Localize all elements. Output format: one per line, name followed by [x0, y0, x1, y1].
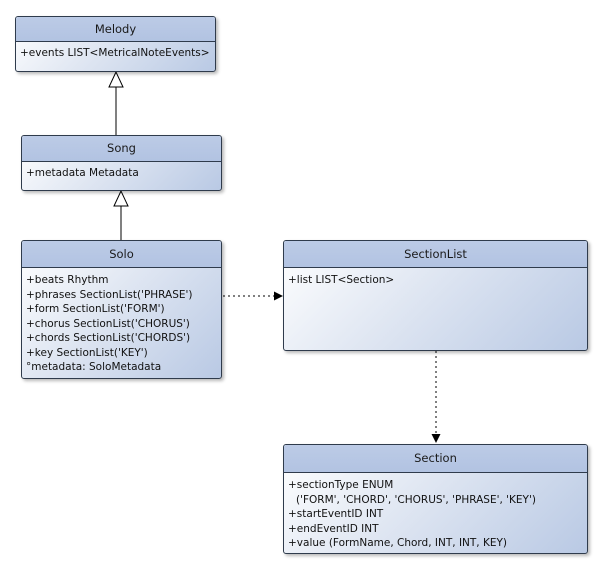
- section-attribute-enum-values: ('FORM', 'CHORD', 'CHORUS', 'PHRASE', 'K…: [296, 493, 536, 506]
- section-class-name: Section: [284, 445, 587, 473]
- section-attribute-sectiontype: +sectionType ENUM: [288, 479, 394, 491]
- solo-attribute-phrases: +phrases SectionList('PHRASE'): [26, 288, 193, 301]
- section-dependency-arrowhead: [431, 434, 441, 443]
- melody-class-name: Melody: [16, 17, 215, 42]
- section-class: Section +sectionType ENUM ('FORM', 'CHOR…: [283, 444, 588, 554]
- song-class: Song +metadata Metadata: [21, 135, 222, 191]
- song-attribute-metadata: +metadata Metadata: [26, 167, 139, 179]
- solo-attribute-chords: +chords SectionList('CHORDS'): [26, 332, 191, 344]
- solo-attribute-metadata: °metadata: SoloMetadata: [26, 361, 162, 373]
- solo-attribute-form: +form SectionList('FORM'): [26, 303, 165, 315]
- melody-inheritance-arrowhead: [108, 70, 124, 88]
- sectionlist-class: SectionList +list LIST<Section>: [283, 240, 588, 351]
- solo-class: Solo +beats Rhythm +phrases SectionList(…: [21, 240, 222, 379]
- solo-attribute-beats: +beats Rhythm: [26, 274, 109, 286]
- sectionlist-dependency-arrowhead: [274, 291, 283, 301]
- song-inheritance-arrowhead: [113, 189, 129, 207]
- melody-class: Melody +events LIST<MetricalNoteEvents>: [15, 16, 216, 72]
- melody-attribute-events: +events LIST<MetricalNoteEvents>: [20, 47, 210, 59]
- song-class-name: Song: [22, 136, 221, 162]
- solo-attribute-key: +key SectionList('KEY'): [26, 346, 148, 359]
- sectionlist-class-name: SectionList: [284, 241, 587, 268]
- section-attribute-endeventid: +endEventID INT: [288, 522, 379, 535]
- solo-attribute-chorus: +chorus SectionList('CHORUS'): [26, 317, 190, 330]
- section-attribute-value: +value (FormName, Chord, INT, INT, KEY): [288, 537, 508, 549]
- sectionlist-attribute-list: +list LIST<Section>: [288, 274, 395, 286]
- solo-class-name: Solo: [22, 241, 221, 268]
- section-attribute-starteventid: +startEventID INT: [288, 508, 384, 520]
